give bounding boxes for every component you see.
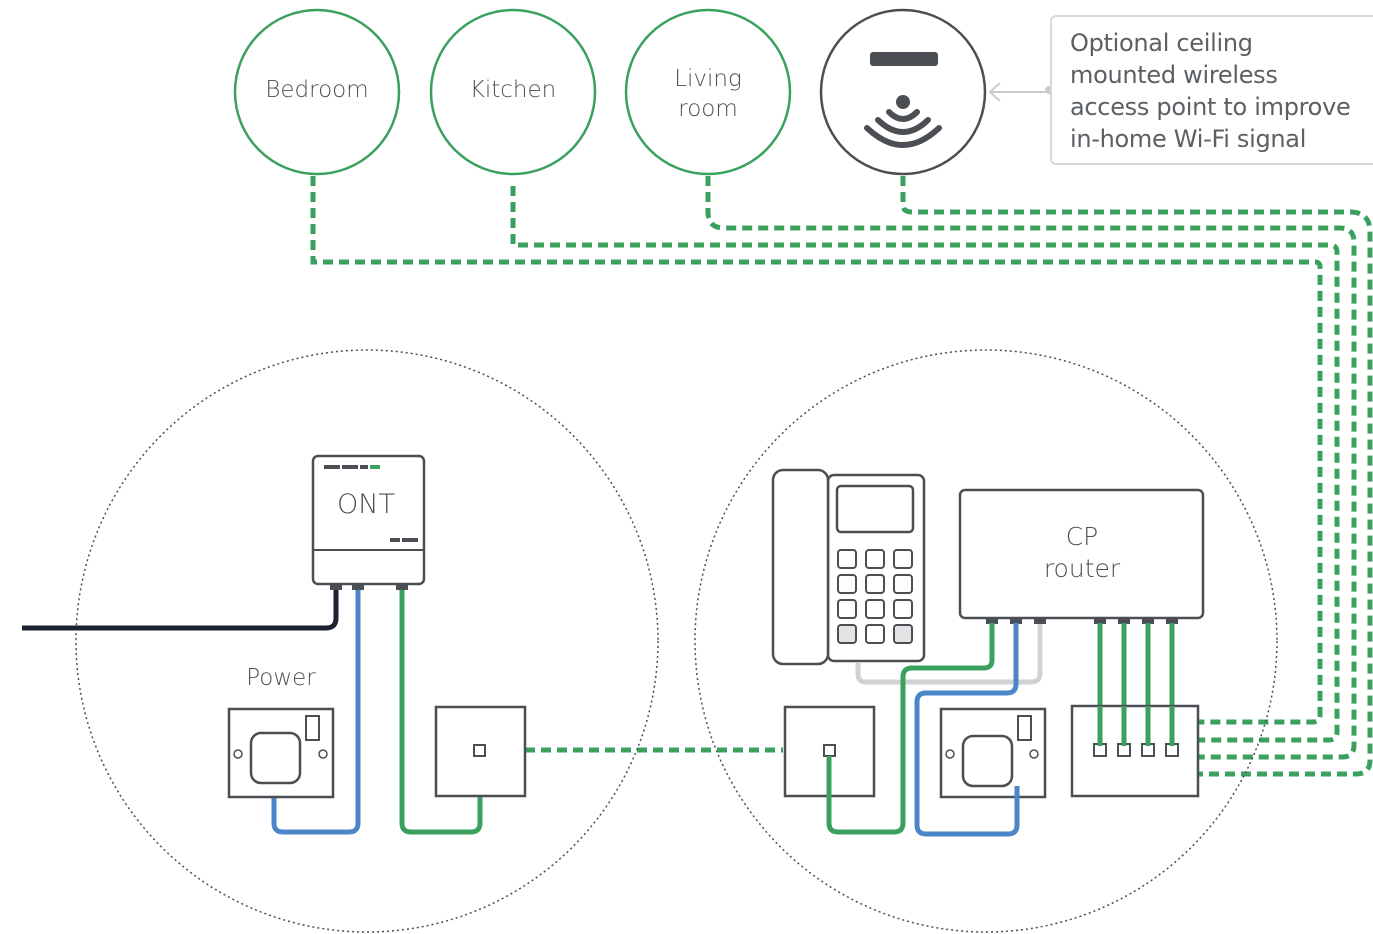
- telephone-icon: [771, 468, 926, 666]
- access-point-note: Optional ceiling mounted wireless access…: [1050, 15, 1373, 165]
- note-line-2: mounted wireless: [1070, 61, 1278, 89]
- cable-bedroom: [310, 176, 1323, 725]
- cp-router: CP router: [958, 488, 1205, 624]
- wall-port-icon: [434, 705, 527, 798]
- phone-cable: [855, 623, 1043, 685]
- router-wan-cable: [826, 623, 995, 835]
- note-line-3: access point to improve: [1070, 93, 1351, 121]
- ont-label: ONT: [337, 489, 395, 520]
- router-label-line-1: CP: [1066, 522, 1099, 551]
- cable-kitchen: [510, 186, 1340, 743]
- power-socket-icon: [939, 707, 1047, 799]
- room-kitchen: Kitchen: [429, 8, 597, 176]
- ethernet-runs: [310, 176, 1373, 777]
- router-area-circle: [694, 349, 1278, 933]
- access-point: [819, 8, 987, 176]
- ont-area-circle: [75, 349, 659, 933]
- ont-power-cable: [271, 590, 361, 835]
- ont-device: ONT: [311, 454, 426, 590]
- room-bedroom: Bedroom: [233, 8, 401, 176]
- note-pointer: [988, 82, 1053, 102]
- cable-access-point: [900, 176, 1373, 777]
- note-line-1: Optional ceiling: [1070, 29, 1253, 57]
- cable-living-room: [705, 176, 1357, 760]
- wifi-access-point-icon: [864, 52, 942, 148]
- router-power-cable: [914, 623, 1020, 837]
- room-living-room: Living room: [624, 8, 792, 176]
- power-label: Power: [246, 665, 316, 691]
- room-label-line-2: room: [678, 96, 738, 122]
- room-label: Kitchen: [470, 77, 556, 103]
- note-line-4: in-home Wi-Fi signal: [1070, 125, 1307, 153]
- patch-panel: [1070, 704, 1200, 798]
- ont-port-cable: [399, 590, 483, 835]
- room-label-line-1: Living: [674, 66, 742, 92]
- router-label-line-2: router: [1044, 554, 1121, 583]
- power-socket-icon: [227, 707, 335, 799]
- fibre-cable: [22, 589, 339, 631]
- room-label: Bedroom: [265, 77, 368, 103]
